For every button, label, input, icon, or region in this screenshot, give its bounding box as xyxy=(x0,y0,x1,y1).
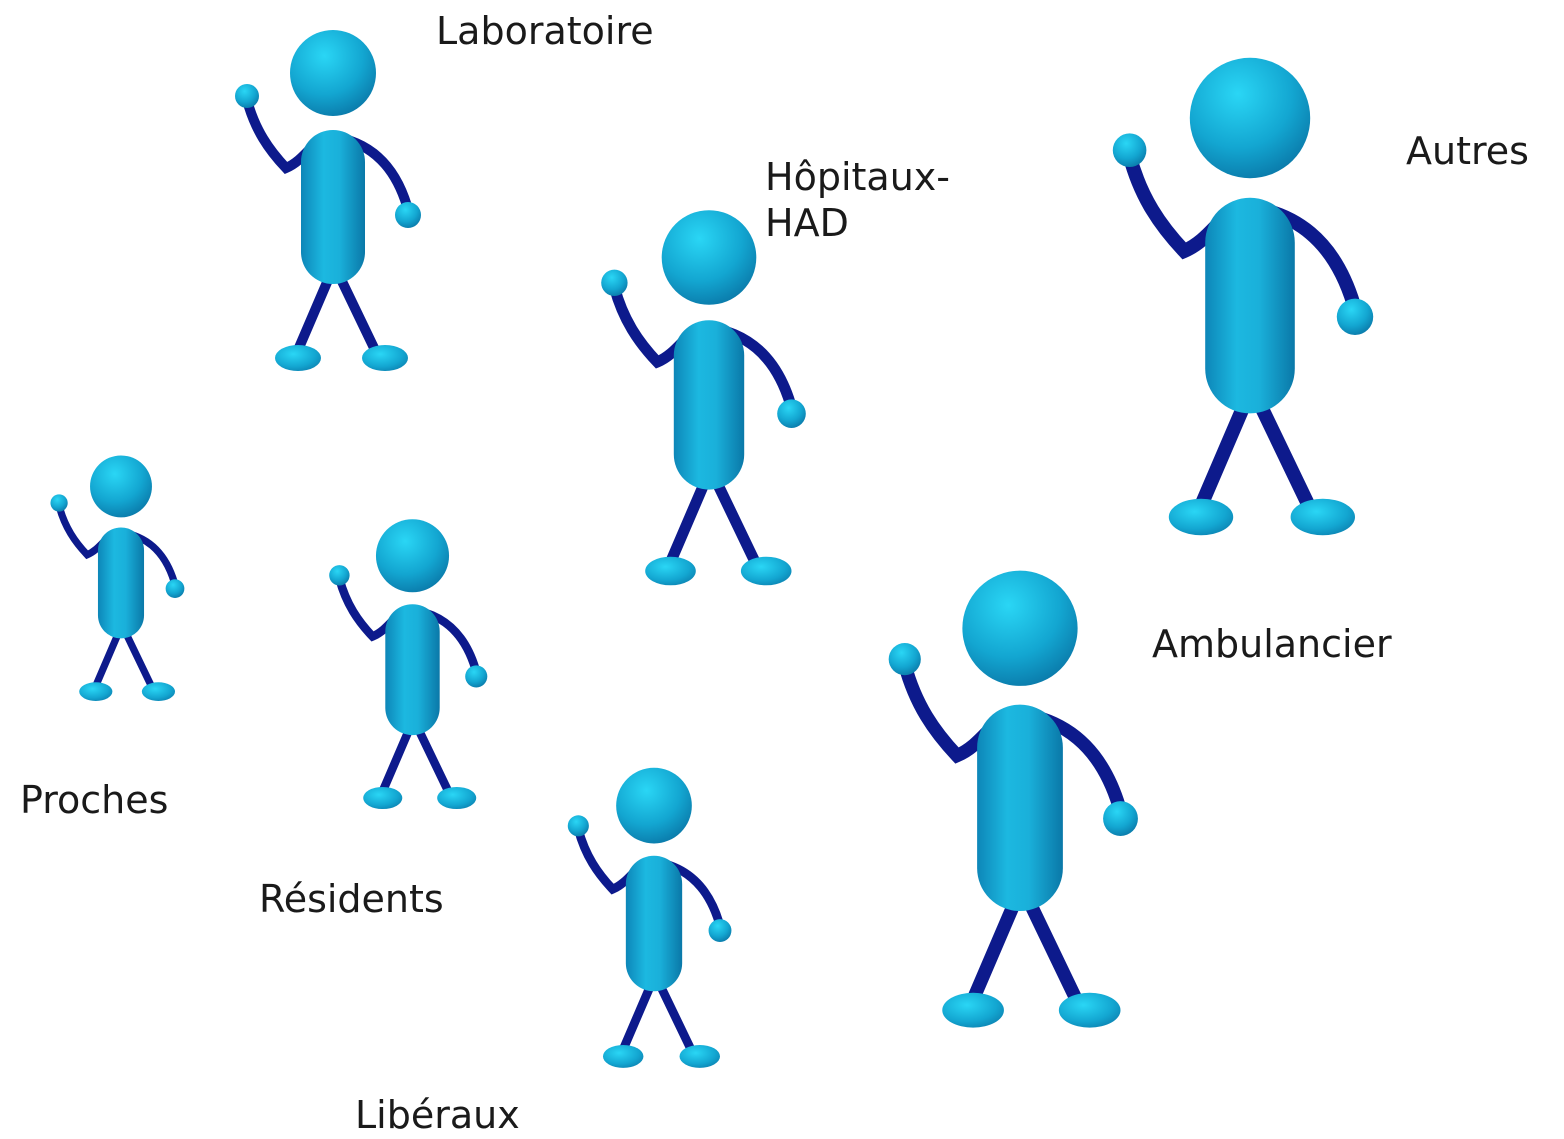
label-laboratoire: Laboratoire xyxy=(436,9,654,53)
figure-hopitaux-had xyxy=(601,210,806,585)
label-residents: Résidents xyxy=(259,877,444,921)
label-autres: Autres xyxy=(1406,129,1529,173)
figure-autres xyxy=(1113,58,1373,535)
figure-laboratoire xyxy=(235,30,421,371)
figure-proches xyxy=(50,455,184,701)
label-hopitaux-had-line1: Hôpitaux- xyxy=(765,155,950,199)
label-hopitaux-had-line2: HAD xyxy=(765,201,849,245)
label-hopitaux-had: Hôpitaux- HAD xyxy=(765,154,950,246)
label-proches: Proches xyxy=(20,778,169,822)
figure-ambulancier xyxy=(889,571,1138,1028)
label-liberaux: Libéraux xyxy=(355,1093,520,1137)
figure-liberaux xyxy=(568,768,732,1068)
figure-residents xyxy=(329,519,487,809)
label-ambulancier: Ambulancier xyxy=(1152,622,1392,666)
